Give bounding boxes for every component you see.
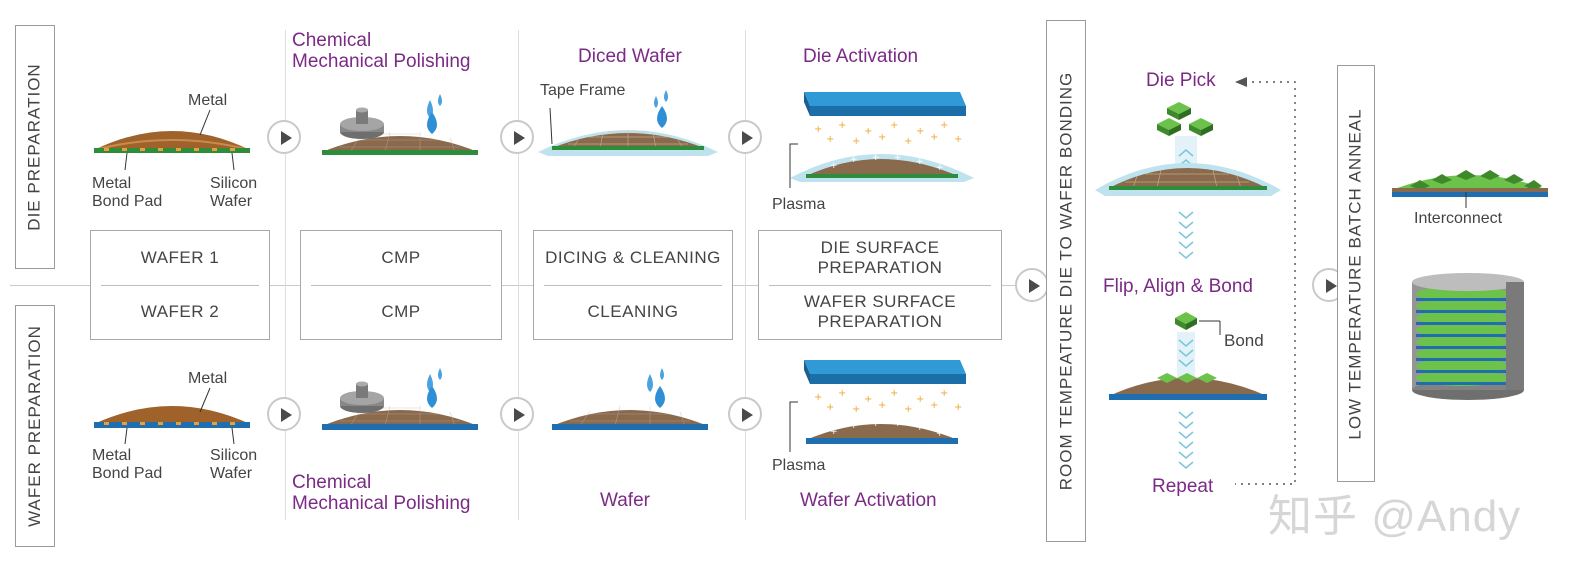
svg-text:+: + [830, 427, 838, 437]
step-box-dicing: DICING & CLEANING CLEANING [533, 230, 733, 340]
svg-text:+: + [850, 421, 858, 431]
annealed-wafer-graphic [1392, 170, 1548, 208]
svg-text:+: + [936, 163, 944, 173]
svg-text:+: + [916, 157, 924, 167]
box-bottom-text: CMP [381, 302, 421, 321]
wafer-title: Wafer [600, 490, 650, 511]
svg-text:+: + [838, 120, 846, 131]
svg-text:+: + [864, 394, 872, 405]
diced-wafer-title: Diced Wafer [578, 46, 682, 67]
svg-text:+: + [916, 423, 924, 433]
next-step-arrow [500, 397, 534, 431]
wafer-activation-title: Wafer Activation [800, 490, 937, 511]
next-step-arrow [267, 397, 301, 431]
svg-text:+: + [954, 402, 962, 413]
svg-text:+: + [916, 394, 924, 405]
diced-wafer-graphic [538, 90, 718, 156]
svg-text:+: + [814, 392, 822, 403]
svg-text:+: + [930, 400, 938, 411]
plasma-label-top: Plasma [772, 196, 826, 213]
interconnect-label: Interconnect [1414, 210, 1503, 227]
svg-text:+: + [838, 388, 846, 399]
flip-align-bond-label: Flip, Align & Bond [1103, 276, 1253, 297]
box-divider [311, 285, 491, 286]
watermark: 知乎 @Andy [1268, 492, 1522, 541]
bond-pad-label: Metal Bond Pad [92, 447, 163, 482]
wafer-activation-graphic: ++++++ ++++++ ++++++ [789, 360, 966, 452]
next-step-arrow [500, 120, 534, 154]
box-bottom-text: WAFER 2 [140, 302, 220, 321]
column-separator [518, 30, 519, 520]
svg-text:+: + [850, 155, 858, 165]
die-pick-graphic [1095, 77, 1296, 485]
tape-frame-label: Tape Frame [540, 82, 626, 99]
anneal-label: LOW TEMPERATURE BATCH ANNEAL [1337, 65, 1375, 482]
column-separator [745, 30, 746, 520]
svg-text:+: + [930, 132, 938, 143]
batch-anneal-stack-graphic [1412, 273, 1524, 400]
cmp-title-bottom: Chemical Mechanical Polishing [292, 472, 471, 514]
step-box-cmp: CMP CMP [300, 230, 502, 340]
next-step-arrow [728, 397, 762, 431]
wafer-preparation-label: WAFER PREPARATION [15, 305, 55, 547]
plasma-label-bottom: Plasma [772, 457, 826, 474]
svg-text:+: + [894, 419, 902, 429]
die-activation-title: Die Activation [803, 46, 919, 67]
step-box-wafer: WAFER 1 WAFER 2 [90, 230, 270, 340]
box-divider [544, 285, 722, 286]
svg-text:+: + [826, 134, 834, 145]
next-step-arrow [728, 120, 762, 154]
svg-text:+: + [940, 388, 948, 399]
svg-text:+: + [936, 429, 944, 439]
cmp-title-top: Chemical Mechanical Polishing [292, 30, 471, 72]
svg-text:+: + [814, 124, 822, 135]
svg-text:+: + [872, 153, 880, 163]
die-activation-graphic: ++++++ ++++++ ++++++ [789, 92, 974, 188]
svg-text:+: + [940, 120, 948, 131]
svg-text:+: + [852, 136, 860, 147]
step-box-surface-prep: DIE SURFACE PREPARATION WAFER SURFACE PR… [758, 230, 1002, 340]
next-step-arrow [1015, 268, 1049, 302]
box-bottom-text: WAFER SURFACE PREPARATION [803, 292, 957, 331]
svg-text:+: + [890, 388, 898, 399]
center-line [10, 285, 1055, 286]
box-top-text: DICING & CLEANING [545, 248, 721, 267]
svg-text:+: + [826, 402, 834, 413]
box-top-text: DIE SURFACE PREPARATION [817, 238, 943, 277]
box-top-text: WAFER 1 [140, 248, 220, 267]
svg-text:+: + [904, 136, 912, 147]
repeat-label: Repeat [1152, 476, 1214, 497]
metal-label: Metal [188, 92, 228, 109]
svg-text:+: + [890, 120, 898, 131]
svg-text:+: + [830, 161, 838, 171]
silicon-wafer-label: Silicon Wafer [210, 175, 258, 210]
metal-label: Metal [188, 370, 228, 387]
svg-text:+: + [864, 126, 872, 137]
die-wafer-graphic [93, 109, 251, 171]
svg-text:+: + [954, 134, 962, 145]
bond-label: Bond [1224, 331, 1264, 350]
bond-pad-label: Metal Bond Pad [92, 175, 163, 210]
target-wafer-graphic [94, 387, 250, 445]
svg-text:+: + [894, 153, 902, 163]
column-separator [285, 30, 286, 520]
cmp-graphic-bottom [322, 368, 478, 430]
next-step-arrow [267, 120, 301, 154]
silicon-wafer-label: Silicon Wafer [210, 447, 258, 482]
svg-text:+: + [878, 132, 886, 143]
svg-text:+: + [852, 404, 860, 415]
box-divider [769, 285, 991, 286]
box-divider [101, 285, 259, 286]
cleaned-wafer-graphic [552, 368, 708, 430]
svg-text:+: + [916, 126, 924, 137]
box-bottom-text: CLEANING [587, 302, 679, 321]
box-top-text: CMP [381, 248, 421, 267]
die-pick-label: Die Pick [1146, 70, 1216, 91]
bonding-label: ROOM TEMPEATURE DIE TO WAFER BONDING [1046, 20, 1086, 542]
svg-text:+: + [872, 419, 880, 429]
cmp-graphic-top [322, 94, 478, 155]
die-preparation-label: DIE PREPARATION [15, 25, 55, 269]
svg-text:+: + [878, 400, 886, 411]
svg-text:+: + [904, 404, 912, 415]
